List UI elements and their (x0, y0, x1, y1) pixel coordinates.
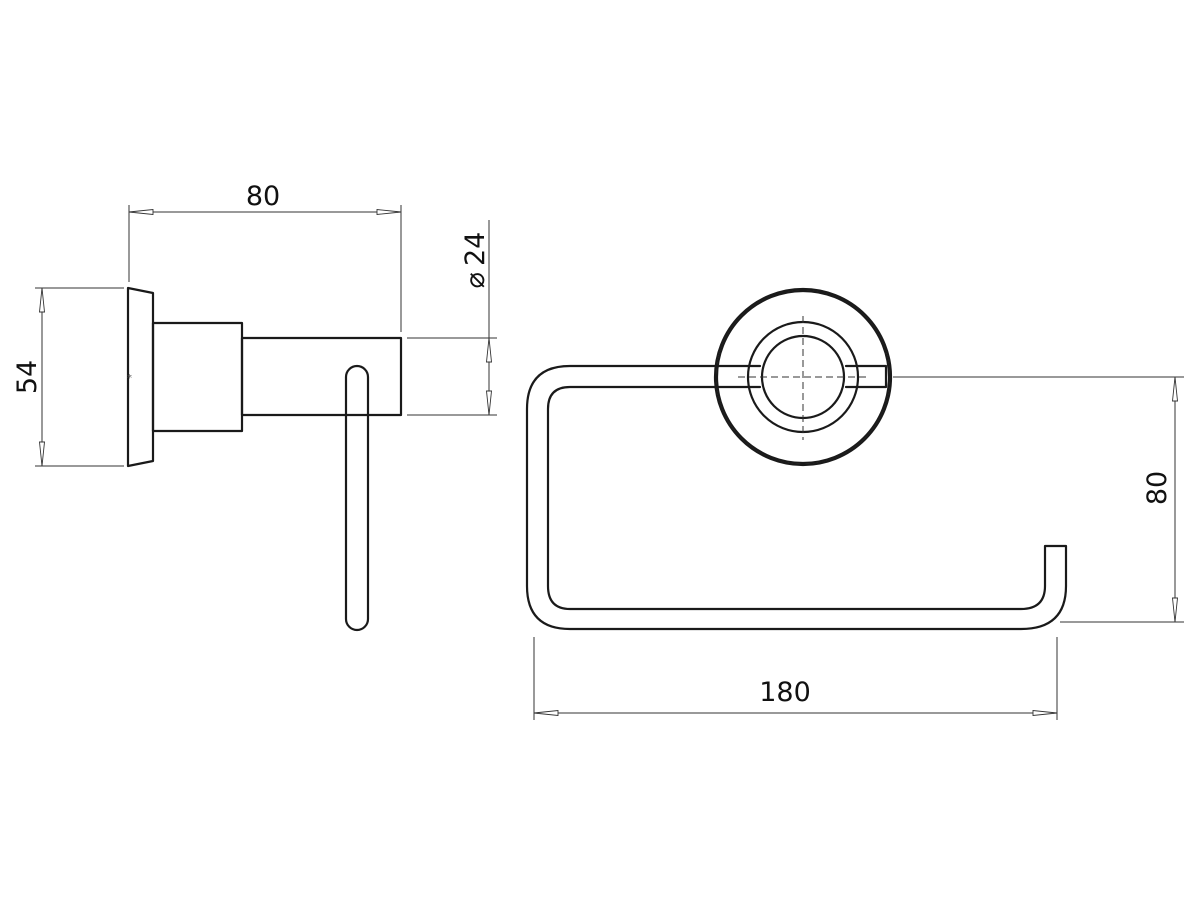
side-hanging-bar (344, 364, 370, 632)
front-view (525, 287, 1068, 631)
front-rosette-outer-edge (715, 289, 891, 465)
dim-side-height-label: 54 (12, 360, 43, 394)
side-arm-stem (240, 336, 403, 417)
side-center-mark: * (127, 373, 132, 384)
front-holder-bar-stub (844, 364, 888, 389)
dim-diameter-label: ⌀ 24 (460, 232, 491, 289)
dim-side-depth: 80 (128, 181, 402, 332)
dim-side-height: 54 (12, 287, 124, 467)
side-base-collar (151, 321, 244, 433)
front-holder-bar-outer (525, 364, 1068, 631)
side-view: * (126, 286, 403, 632)
dim-front-width: 180 (533, 637, 1058, 720)
dim-front-height: 80 (893, 376, 1184, 623)
diameter-value: 24 (460, 232, 491, 266)
front-rosette-outer (713, 287, 893, 467)
dim-side-depth-label: 80 (246, 181, 280, 212)
dim-front-height-label: 80 (1142, 471, 1173, 505)
dim-diameter: ⌀ 24 (407, 220, 497, 416)
side-wall-plate (126, 286, 155, 468)
dim-front-width-label: 180 (759, 677, 811, 708)
diameter-symbol: ⌀ (460, 272, 491, 288)
